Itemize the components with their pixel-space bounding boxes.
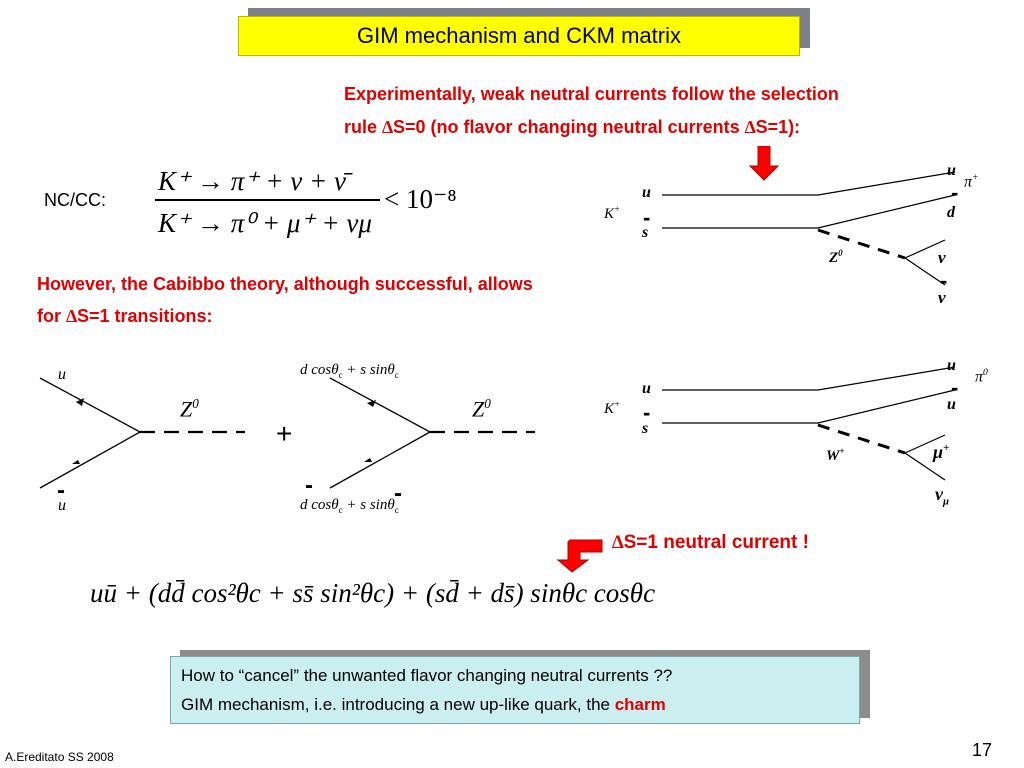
vertex1-bottom: u	[58, 497, 66, 514]
gim-question-line-1: How to “cancel” the unwanted flavor chan…	[181, 666, 673, 685]
page-number: 17	[972, 740, 993, 760]
feynman-diagram-1	[662, 171, 956, 286]
feynman-diagram-2	[662, 366, 956, 481]
out-quark-ubar: u	[947, 396, 956, 413]
footer-author: A.Ereditato SS 2008	[5, 750, 114, 764]
vertex2-top: d cosθc + s sinθc	[300, 362, 399, 380]
vertex2-boson: Z0	[472, 396, 491, 422]
fraction-line	[155, 199, 380, 201]
muon-neutrino-label: νμ	[935, 484, 950, 508]
quark-u: u	[642, 380, 651, 397]
formula-numerator: K⁺ → π⁺ + ν + ν̄	[158, 166, 346, 196]
vertex1-boson: Z0	[180, 396, 199, 422]
out-quark-u: u	[947, 162, 956, 179]
bar-mark: -	[951, 180, 959, 205]
out-quark-u: u	[947, 357, 956, 374]
intro-line-2: rule ∆S=0 (no flavor changing neutral cu…	[344, 117, 801, 137]
vertex1-top: u	[58, 366, 66, 383]
bar-mark: -	[951, 375, 959, 400]
ncc-label: NC/CC:	[44, 190, 106, 210]
bar-mark: -	[643, 400, 651, 425]
intro-line-1: Experimentally, weak neutral currents fo…	[344, 84, 839, 104]
cabibbo-line-1: However, the Cabibbo theory, although su…	[37, 274, 533, 294]
cabibbo-line-2: for ∆S=1 transitions:	[37, 306, 213, 326]
antineutrino-label: ν	[938, 288, 946, 307]
bar-mark: -	[643, 205, 651, 230]
bar-mark: -	[394, 480, 402, 507]
formula-bound: < 10⁻⁸	[384, 184, 457, 214]
muon-label: μ+	[933, 442, 950, 462]
gim-question-line-2: GIM mechanism, i.e. introducing a new up…	[181, 695, 666, 714]
delta-symbol: ∆	[66, 306, 78, 326]
delta-symbol: ∆	[382, 117, 394, 137]
pion-label: π+	[964, 172, 979, 191]
gim-question-box: How to “cancel” the unwanted flavor chan…	[170, 656, 860, 724]
pion-label: π0	[975, 367, 988, 386]
formula-denominator: K⁺ → π⁰ + μ⁺ + νμ	[158, 208, 372, 238]
bar-mark: -	[57, 477, 65, 504]
delta-symbol: ∆	[744, 117, 756, 137]
bar-mark: -	[305, 472, 313, 499]
plus-sign: +	[276, 418, 293, 449]
slide-title: GIM mechanism and CKM matrix	[238, 16, 800, 56]
arrow-down-icon	[748, 146, 780, 181]
out-quark-d: d	[947, 204, 955, 221]
kaon-label: K+	[604, 204, 621, 222]
slide-title-text: GIM mechanism and CKM matrix	[357, 23, 681, 48]
vertex2-bottom: d cosθc + s sinθc	[300, 497, 399, 515]
quark-s: s	[642, 420, 649, 437]
kaon-label: K+	[604, 399, 621, 417]
intro-text: Experimentally, weak neutral currents fo…	[344, 78, 984, 144]
quark-s: s	[642, 224, 649, 241]
bar-mark: -	[940, 268, 948, 293]
vertex-diagrams	[39, 377, 535, 489]
delta-s-neutral-current: ∆S=1 neutral current !	[612, 532, 809, 553]
arrow-down-left-icon	[556, 539, 603, 573]
charm-word: charm	[614, 695, 666, 714]
boson-label: Z0	[829, 248, 843, 266]
boson-label: W+	[826, 446, 845, 464]
quark-u: u	[642, 184, 651, 201]
quark-current-formula: uū + (dd̄ cos²θc + ss̄ sin²θc) + (sd̄ + …	[90, 578, 656, 608]
delta-symbol: ∆	[612, 532, 624, 553]
neutrino-label: ν	[938, 248, 946, 267]
cabibbo-text: However, the Cabibbo theory, although su…	[37, 268, 677, 332]
